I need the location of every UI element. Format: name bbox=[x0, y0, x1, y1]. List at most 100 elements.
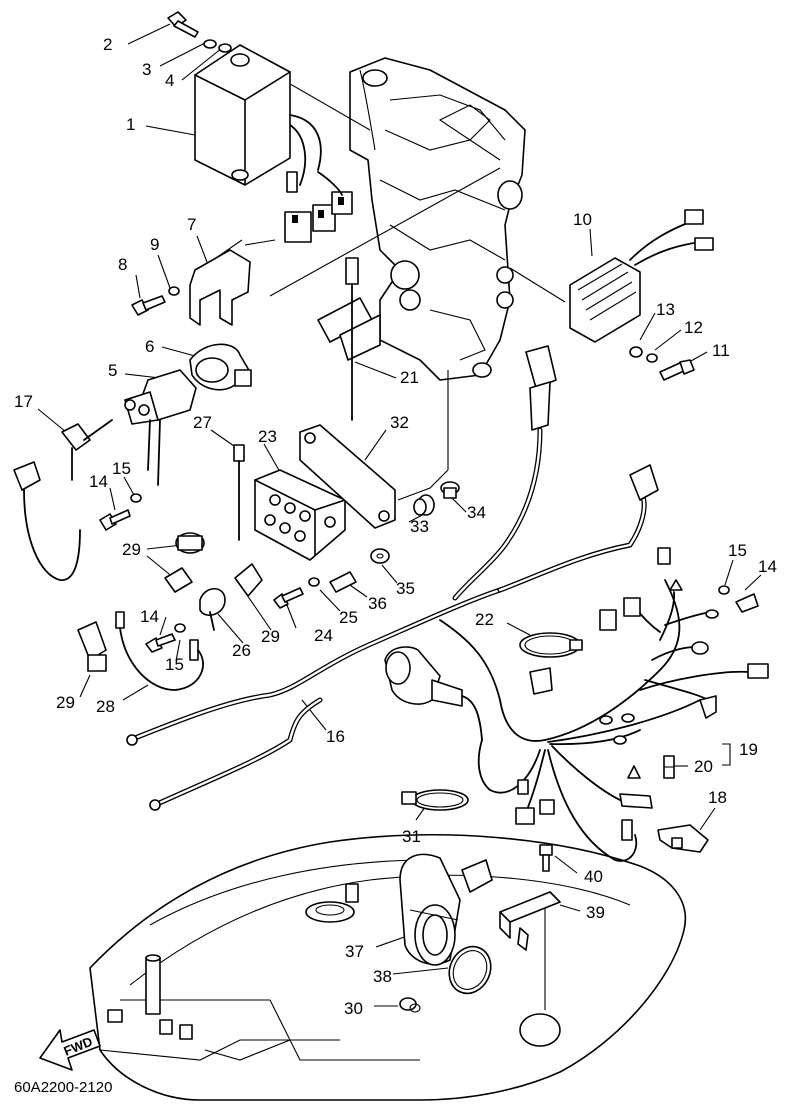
grommet-33 bbox=[413, 494, 435, 516]
holder-39 bbox=[499, 891, 561, 951]
bolt-14c bbox=[735, 593, 759, 613]
washer-15d bbox=[718, 585, 730, 595]
cap-27 bbox=[233, 444, 245, 541]
lead-28 bbox=[115, 611, 204, 691]
callout-11: 11 bbox=[712, 341, 730, 360]
callout-13: 13 bbox=[656, 300, 675, 319]
callout-7: 7 bbox=[187, 215, 196, 234]
bracket-7 bbox=[189, 249, 251, 326]
cap-29d bbox=[77, 621, 107, 672]
callout-14b: 14 bbox=[140, 607, 159, 626]
rectifier-regulator-10 bbox=[569, 209, 714, 343]
main-connector bbox=[384, 646, 483, 741]
washer-9 bbox=[168, 286, 180, 296]
washer-13 bbox=[629, 346, 643, 358]
terminal-block-23 bbox=[254, 469, 346, 561]
callout-15a: 15 bbox=[112, 459, 131, 478]
callout-6: 6 bbox=[145, 337, 154, 356]
callout-3: 3 bbox=[142, 60, 151, 79]
bolt-36 bbox=[329, 571, 357, 593]
callout-27: 27 bbox=[193, 413, 212, 432]
plate-32 bbox=[299, 424, 396, 529]
band-22 bbox=[519, 632, 583, 658]
callout-16: 16 bbox=[326, 727, 345, 746]
cap-29b bbox=[164, 567, 193, 593]
grommet-37 bbox=[399, 853, 493, 966]
cdi-unit bbox=[194, 44, 322, 186]
callout-36: 36 bbox=[368, 594, 387, 613]
washer-35 bbox=[370, 548, 390, 564]
callout-23: 23 bbox=[258, 427, 277, 446]
callout-29c: 29 bbox=[56, 693, 75, 712]
callout-15b: 15 bbox=[165, 655, 184, 674]
cap-29c bbox=[234, 563, 263, 597]
washer-12 bbox=[646, 353, 658, 363]
cdi-connectors bbox=[284, 171, 353, 243]
callout-34: 34 bbox=[467, 503, 486, 522]
callout-30: 30 bbox=[344, 999, 363, 1018]
callout-20: 20 bbox=[694, 757, 713, 776]
callout-8: 8 bbox=[118, 255, 127, 274]
bolt-2 bbox=[167, 11, 199, 38]
callout-15c: 15 bbox=[728, 541, 747, 560]
callout-4: 4 bbox=[165, 71, 174, 90]
callout-12: 12 bbox=[684, 318, 703, 337]
bolt-14a bbox=[99, 509, 131, 531]
clamp-6 bbox=[189, 343, 252, 391]
clamp-26 bbox=[199, 587, 226, 631]
callout-numbers: 2 3 4 1 7 9 8 10 13 12 11 6 5 21 17 27 2… bbox=[14, 35, 777, 1018]
relay-5 bbox=[124, 369, 197, 486]
bolt-14b bbox=[145, 633, 176, 653]
callout-21: 21 bbox=[400, 368, 419, 387]
clip-30 bbox=[399, 997, 421, 1013]
powerhead-bracket bbox=[349, 57, 526, 381]
holder-18 bbox=[657, 824, 709, 853]
callout-5: 5 bbox=[108, 361, 117, 380]
washer-3 bbox=[203, 39, 217, 49]
fwd-arrow-icon: FWD bbox=[39, 1029, 101, 1071]
wire-harness-19 bbox=[439, 464, 769, 862]
callout-33: 33 bbox=[410, 517, 429, 536]
callout-19: 19 bbox=[739, 740, 758, 759]
callout-38: 38 bbox=[373, 967, 392, 986]
harness-tube bbox=[452, 345, 557, 601]
callout-1: 1 bbox=[126, 115, 135, 134]
fuse-20 bbox=[663, 755, 675, 779]
washer-15b bbox=[174, 623, 186, 633]
washer-25 bbox=[308, 577, 320, 587]
o-ring-38 bbox=[448, 945, 492, 995]
callout-37: 37 bbox=[345, 942, 364, 961]
washer-15a bbox=[130, 493, 142, 503]
callout-29b: 29 bbox=[261, 627, 280, 646]
bolt-24 bbox=[273, 587, 304, 609]
callout-26: 26 bbox=[232, 641, 251, 660]
callout-14c: 14 bbox=[758, 557, 777, 576]
callout-28: 28 bbox=[96, 697, 115, 716]
callout-17: 17 bbox=[14, 392, 33, 411]
callout-22: 22 bbox=[475, 610, 494, 629]
drawing-code: 60A2200-2120 bbox=[14, 1079, 112, 1096]
callout-35: 35 bbox=[396, 579, 415, 598]
terminal-15c bbox=[189, 639, 199, 661]
callout-40: 40 bbox=[584, 867, 603, 886]
callout-32: 32 bbox=[390, 413, 409, 432]
callout-14a: 14 bbox=[89, 472, 108, 491]
bolt-40 bbox=[539, 844, 553, 872]
callout-31: 31 bbox=[402, 827, 421, 846]
callout-24: 24 bbox=[314, 626, 333, 645]
callout-25: 25 bbox=[339, 608, 358, 627]
cap-29a bbox=[175, 532, 205, 554]
callout-9: 9 bbox=[150, 235, 159, 254]
washer-4 bbox=[218, 43, 232, 53]
collar-34 bbox=[440, 481, 460, 499]
callout-18: 18 bbox=[708, 788, 727, 807]
bolt-8 bbox=[131, 295, 166, 316]
band-31 bbox=[401, 789, 469, 811]
callout-2: 2 bbox=[103, 35, 112, 54]
holder-21 bbox=[317, 257, 381, 421]
callout-39: 39 bbox=[586, 903, 605, 922]
callout-10: 10 bbox=[573, 210, 592, 229]
battery-cable-16 bbox=[126, 587, 503, 811]
callout-29a: 29 bbox=[122, 540, 141, 559]
